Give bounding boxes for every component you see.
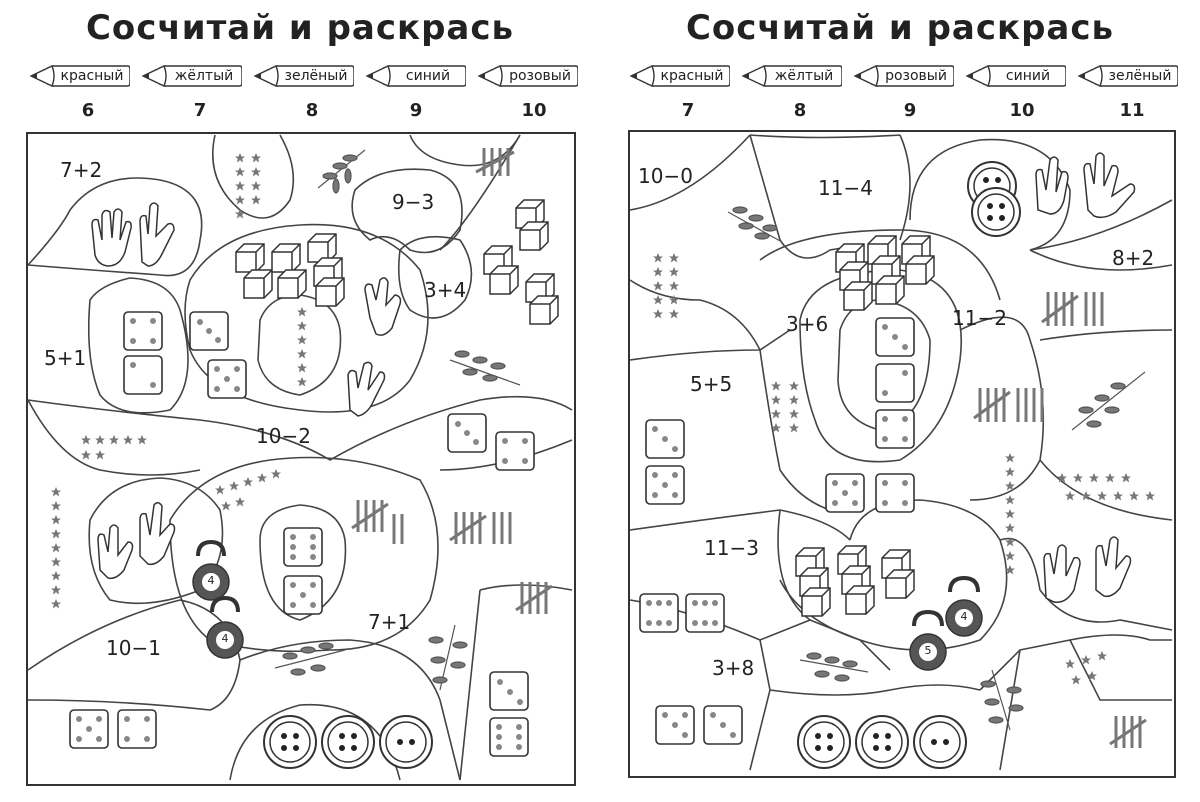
math-expression: 11−2: [952, 306, 1007, 330]
legend-number: 8: [793, 100, 807, 121]
color-legend: красный жёлтый зелёный синий розовый: [30, 64, 580, 90]
button-icon: [797, 161, 1021, 769]
math-expression: 10−0: [638, 164, 693, 188]
legend-number: 6: [81, 100, 95, 121]
tally-icon: [351, 148, 553, 614]
legend-number: 7: [193, 100, 207, 121]
leaf-icon: [727, 206, 1146, 731]
picture-frame: [26, 132, 576, 786]
pencil-icon: [854, 65, 954, 87]
page-title: Сосчитай и раскрась: [685, 8, 1115, 48]
color-legend: красный жёлтый розовый синий зелёный: [630, 64, 1180, 90]
pencil-icon: [478, 65, 578, 87]
pencil-label: жёлтый: [774, 68, 834, 84]
pencil-key: жёлтый: [742, 64, 842, 88]
pencil-key: зелёный: [1078, 64, 1178, 88]
pencil-label: зелёный: [284, 68, 348, 84]
pencil-label: зелёный: [1108, 68, 1172, 84]
button-icon: [263, 715, 433, 769]
legend-number: 11: [1119, 100, 1145, 121]
legend-number: 10: [1009, 100, 1035, 121]
legend-number: 8: [305, 100, 319, 121]
pencil-label: розовый: [509, 68, 571, 84]
math-expression: 3+8: [712, 656, 755, 680]
pencil-icon: [630, 65, 730, 87]
pencil-label: красный: [660, 68, 724, 84]
kettlebell-icon: [909, 575, 983, 671]
pencil-label: жёлтый: [174, 68, 234, 84]
pencil-icon: [966, 65, 1066, 87]
kettlebell-weight: 4: [207, 574, 215, 587]
dice-icon: [639, 317, 915, 745]
pencil-icon: [1078, 65, 1178, 87]
math-expression: 7+2: [60, 158, 103, 182]
legend-number: 10: [521, 100, 547, 121]
star-icon: [51, 153, 307, 609]
leaf-icon: [274, 149, 521, 691]
tally-icon: [973, 292, 1147, 748]
math-expression: 5+5: [690, 372, 733, 396]
kettlebell-weight: 5: [924, 644, 932, 657]
kettlebell-weight: 4: [221, 632, 229, 645]
math-expression: 5+1: [44, 346, 87, 370]
hand-icon: [91, 202, 402, 580]
math-expression: 10−2: [256, 424, 311, 448]
math-expression: 10−1: [106, 636, 161, 660]
pencil-label: синий: [405, 68, 451, 84]
pencil-icon: [366, 65, 466, 87]
legend-number: 9: [409, 100, 423, 121]
math-expression: 3+6: [786, 312, 829, 336]
pencil-icon: [142, 65, 242, 87]
kettlebell-icon: [192, 539, 244, 659]
right-worksheet: Сосчитай и раскрась красный жёлтый розов…: [600, 0, 1200, 802]
pencil-key: синий: [966, 64, 1066, 88]
pencil-key: красный: [30, 64, 130, 88]
pencil-icon: [742, 65, 842, 87]
pencil-label: синий: [1005, 68, 1051, 84]
pencil-label: красный: [60, 68, 124, 84]
pencil-key: жёлтый: [142, 64, 242, 88]
math-expression: 11−4: [818, 176, 873, 200]
pencil-key: зелёный: [254, 64, 354, 88]
pencil-key: синий: [366, 64, 466, 88]
math-expression: 8+2: [1112, 246, 1155, 270]
pencil-key: красный: [630, 64, 730, 88]
legend-number: 7: [681, 100, 695, 121]
math-expression: 9−3: [392, 190, 435, 214]
legend-number: 9: [903, 100, 917, 121]
math-expression: 11−3: [704, 536, 759, 560]
pencil-key: розовый: [854, 64, 954, 88]
pencil-icon: [254, 65, 354, 87]
left-worksheet: Сосчитай и раскрась красный жёлтый зелён…: [26, 8, 580, 786]
pencil-icon: [30, 65, 130, 87]
hand-icon: [1035, 152, 1136, 603]
picture-elements: [51, 148, 559, 769]
pencil-key: розовый: [478, 64, 578, 88]
kettlebell-weight: 4: [960, 610, 968, 623]
picture-frame: [628, 130, 1176, 778]
math-expression: 3+4: [424, 278, 467, 302]
page-title: Сосчитай и раскрась: [85, 8, 515, 48]
pencil-label: розовый: [885, 68, 947, 84]
math-expression: 7+1: [368, 610, 411, 634]
picture-elements: [639, 152, 1155, 769]
